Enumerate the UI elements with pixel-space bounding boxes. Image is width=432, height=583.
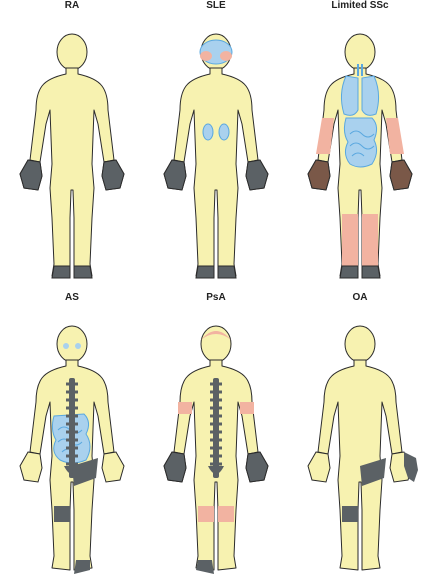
panel-oa: OA — [288, 292, 432, 582]
panel-title-sle: SLE — [144, 0, 288, 11]
body-figure-ra — [0, 14, 144, 286]
panel-psa: PsA — [144, 292, 288, 582]
panel-title-psa: PsA — [144, 292, 288, 303]
feet-highlight — [340, 266, 380, 278]
foot-highlight — [74, 560, 90, 574]
body-figure-psa — [144, 306, 288, 578]
brain-highlight — [200, 40, 232, 64]
panel-as: AS — [0, 292, 144, 582]
digestive-tract-highlight — [344, 118, 376, 167]
knees-highlight — [198, 506, 234, 522]
panel-sle: SLE — [144, 0, 288, 290]
body-figure-sle — [144, 14, 288, 286]
panel-title-ra: RA — [0, 0, 144, 11]
body-figure-limited-ssc — [288, 14, 432, 286]
body-figure-as — [0, 306, 144, 578]
feet-highlight — [52, 266, 92, 278]
panel-title-oa: OA — [288, 292, 432, 303]
feet-highlight — [196, 266, 236, 278]
panel-title-as: AS — [0, 292, 144, 303]
foot-highlight — [196, 560, 214, 574]
panel-title-limited-ssc: Limited SSc — [288, 0, 432, 11]
body-silhouette — [20, 34, 124, 278]
knee-highlight — [54, 506, 70, 522]
lower-legs-highlight — [342, 214, 378, 266]
panel-limited-ssc: Limited SSc — [288, 0, 432, 290]
body-silhouette — [164, 34, 268, 278]
body-figure-oa — [288, 306, 432, 578]
panel-ra: RA — [0, 0, 144, 290]
knee-highlight — [342, 506, 358, 522]
body-silhouette — [308, 326, 412, 570]
